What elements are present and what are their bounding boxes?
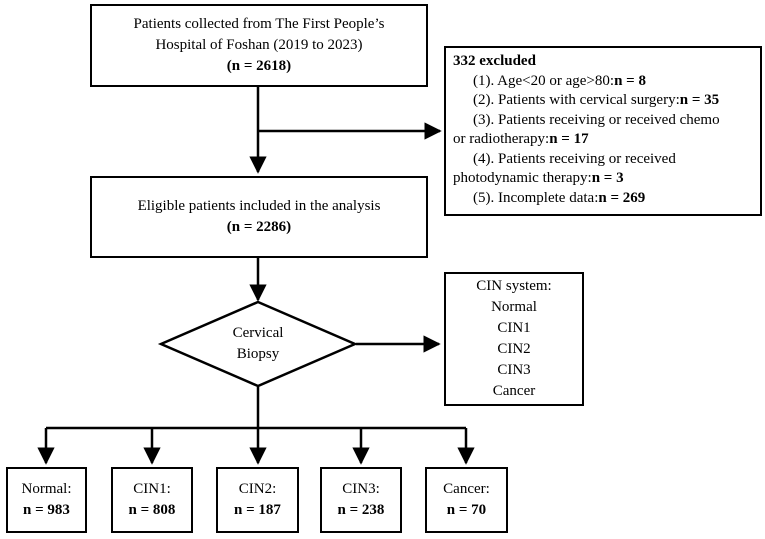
outcome-label: Normal: xyxy=(21,481,72,497)
source-line-2: Hospital of Foshan (2019 to 2023) xyxy=(155,37,363,53)
excluded-item-3: (3). Patients receiving or received chem… xyxy=(473,111,720,128)
outcome-cancer-box: Cancer: n = 70 xyxy=(425,467,508,533)
eligible-count: (n = 2286) xyxy=(226,219,292,235)
outcome-count: n = 808 xyxy=(128,502,176,518)
cin-system-item: CIN3 xyxy=(497,362,531,378)
outcome-count: n = 238 xyxy=(337,502,385,518)
cin-system-box: CIN system: Normal CIN1 CIN2 CIN3 Cancer xyxy=(444,272,584,406)
cin-system-item: CIN2 xyxy=(497,341,531,357)
biopsy-label: Cervical Biopsy xyxy=(178,319,338,369)
outcome-normal-box: Normal: n = 983 xyxy=(6,467,87,533)
excluded-box: 332 excluded (1). Age<20 or age>80:n = 8… xyxy=(444,46,762,216)
outcome-count: n = 70 xyxy=(446,502,487,518)
excluded-item-4: (4). Patients receiving or received xyxy=(473,150,676,167)
cin-system-item: CIN1 xyxy=(497,320,531,336)
outcome-count: n = 187 xyxy=(234,502,281,518)
outcome-count: n = 983 xyxy=(23,502,70,518)
outcome-label: CIN2: xyxy=(238,481,277,497)
excluded-item-2: (2). Patients with cervical surgery:n = … xyxy=(473,92,720,108)
outcome-cin2-box: CIN2: n = 187 xyxy=(216,467,299,533)
cin-system-item: Cancer xyxy=(492,383,536,399)
cin-system-item: Normal xyxy=(491,299,537,315)
cin-system-title: CIN system: xyxy=(476,278,552,294)
biopsy-line-2: Biopsy xyxy=(236,346,280,362)
outcome-cin1-box: CIN1: n = 808 xyxy=(111,467,193,533)
outcome-cin3-box: CIN3: n = 238 xyxy=(320,467,402,533)
eligible-box: Eligible patients included in the analys… xyxy=(90,176,428,258)
excluded-title: 332 excluded xyxy=(453,53,536,69)
excluded-item-3-cont: or radiotherapy:n = 17 xyxy=(453,131,589,147)
excluded-item-1: (1). Age<20 or age>80:n = 8 xyxy=(473,72,646,89)
eligible-line-1: Eligible patients included in the analys… xyxy=(137,198,381,214)
outcome-label: Cancer: xyxy=(443,481,490,497)
excluded-item-4-cont: photodynamic therapy:n = 3 xyxy=(453,170,624,186)
biopsy-line-1: Cervical xyxy=(232,325,284,341)
source-count: (n = 2618) xyxy=(226,58,292,74)
biopsy-diamond xyxy=(157,300,359,388)
source-box: Patients collected from The First People… xyxy=(90,4,428,87)
source-line-1: Patients collected from The First People… xyxy=(133,16,385,32)
outcome-label: CIN1: xyxy=(133,481,171,497)
outcome-label: CIN3: xyxy=(342,481,380,497)
excluded-item-5: (5). Incomplete data:n = 269 xyxy=(473,189,646,206)
